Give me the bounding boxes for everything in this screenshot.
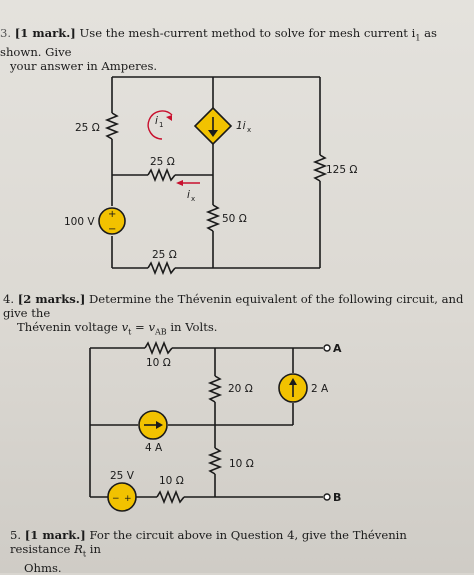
question-5: 5. [1 mark.] For the circuit above in Qu… bbox=[10, 528, 468, 575]
q5-line1a: For the circuit above in Question 4, giv… bbox=[10, 528, 407, 556]
r-left-label: 25 Ω bbox=[75, 122, 100, 134]
dep-source-label: 1i bbox=[236, 120, 246, 132]
q5-marks: [1 mark.] bbox=[24, 528, 86, 542]
q3-line1: Use the mesh-current method to solve for… bbox=[79, 26, 416, 40]
voltage-source-25v bbox=[107, 482, 137, 512]
r-mid-label: 25 Ω bbox=[150, 156, 175, 168]
q4-sub: t bbox=[128, 327, 132, 337]
r-top-label: 10 Ω bbox=[146, 357, 171, 369]
ix-label: i bbox=[187, 189, 190, 201]
ix-sub: x bbox=[191, 195, 195, 203]
i-2a-label: 2 A bbox=[311, 383, 329, 395]
mesh-current-arrow bbox=[147, 110, 173, 140]
q4-math: v bbox=[121, 320, 129, 334]
q4-line1: Determine the Thévenin equivalent of the… bbox=[3, 292, 464, 320]
v-25-label: 25 V bbox=[110, 470, 135, 482]
q5-line1b: in bbox=[86, 542, 101, 556]
voltage-source-100v bbox=[98, 207, 126, 235]
r-right-label: 125 Ω bbox=[326, 164, 357, 176]
node-a-label: A bbox=[333, 342, 342, 355]
v2-minus: − bbox=[112, 494, 120, 504]
r-bottom2-label: 10 Ω bbox=[159, 475, 184, 487]
r-bottom-label: 25 Ω bbox=[152, 249, 177, 261]
question-4: 4. [2 marks.] Determine the Thévenin equ… bbox=[3, 292, 469, 339]
v-source-label: 100 V bbox=[64, 216, 95, 228]
q3-sub: 1 bbox=[415, 33, 421, 43]
q5-math: R bbox=[74, 542, 83, 556]
question-3: 3. [1 mark.] Use the mesh-current method… bbox=[0, 26, 470, 73]
v1-minus: − bbox=[108, 224, 116, 235]
v2-plus: + bbox=[124, 494, 132, 504]
q5-line2: Ohms. bbox=[24, 561, 62, 575]
node-b-label: B bbox=[333, 491, 341, 504]
q4-line2c: in Volts. bbox=[166, 320, 218, 334]
q5-sub: t bbox=[82, 549, 87, 559]
q3-line2: your answer in Amperes. bbox=[10, 59, 158, 74]
r-20-label: 20 Ω bbox=[228, 383, 253, 395]
dep-source-sub: x bbox=[247, 126, 251, 134]
q3-line1-end: as shown. Give bbox=[0, 26, 437, 60]
v1-plus: + bbox=[108, 209, 116, 220]
q5-number: 5. bbox=[10, 528, 22, 542]
mesh-current-label: i bbox=[155, 115, 158, 127]
r-vert-label: 50 Ω bbox=[222, 213, 247, 225]
mesh-current-sub: 1 bbox=[159, 121, 163, 129]
i-4a-label: 4 A bbox=[145, 442, 163, 454]
q4-number: 4. bbox=[3, 292, 15, 306]
r-vert2-label: 10 Ω bbox=[229, 458, 254, 470]
q3-number: 3. bbox=[0, 26, 12, 40]
terminal-a bbox=[323, 344, 331, 352]
terminal-b bbox=[323, 493, 331, 501]
q4-line2b: = v bbox=[131, 320, 155, 334]
q3-marks: [1 mark.] bbox=[14, 26, 76, 40]
q4-sub2: AB bbox=[155, 327, 167, 337]
q4-marks: [2 marks.] bbox=[17, 292, 86, 306]
q4-line2a: Thévenin voltage bbox=[17, 320, 122, 334]
